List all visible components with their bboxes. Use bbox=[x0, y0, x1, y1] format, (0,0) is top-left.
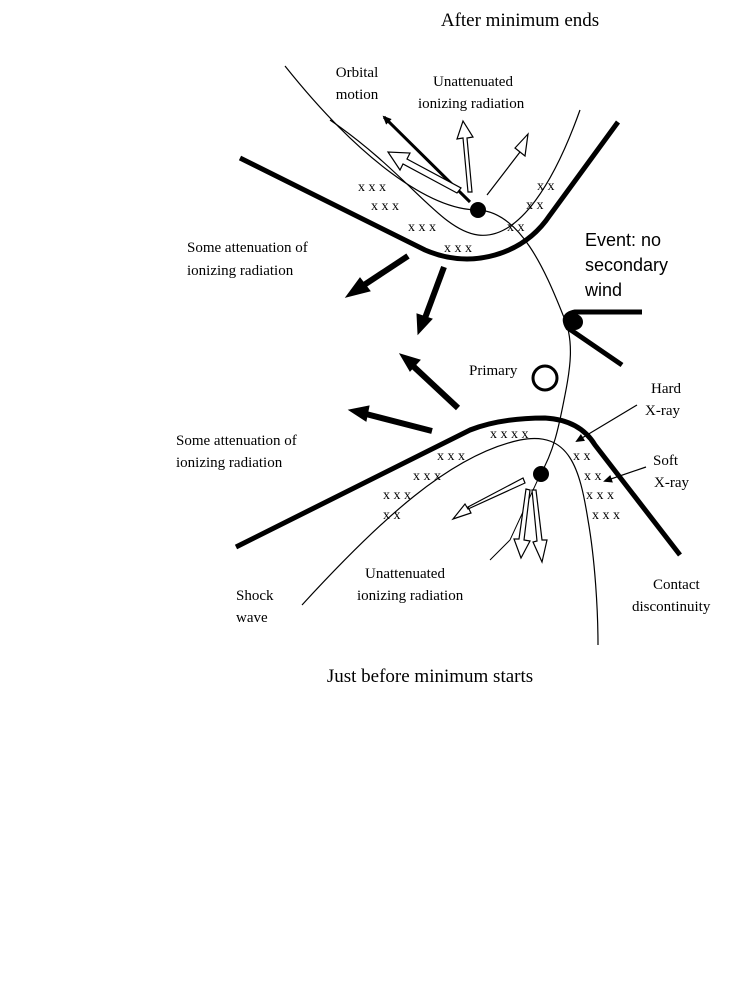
x-mark-group: x x x x bbox=[490, 427, 529, 442]
x-mark-group: x x bbox=[537, 179, 555, 194]
orbital-path-line bbox=[284, 65, 571, 396]
secondary-star-top bbox=[470, 202, 486, 218]
x-mark-group: x x bbox=[383, 508, 401, 523]
x-mark-group: x x bbox=[507, 220, 525, 235]
x-mark-group: x x x bbox=[444, 241, 472, 256]
x-mark-group: x x x bbox=[371, 199, 399, 214]
x-mark-group: x x x bbox=[586, 488, 614, 503]
label-contact-discontinuity-2: discontinuity bbox=[632, 599, 711, 615]
x-mark-group: x x bbox=[573, 449, 591, 464]
caption-before-minimum: Just before minimum starts bbox=[327, 666, 533, 687]
shock-cone-bottom bbox=[234, 415, 682, 557]
label-shock-wave: Shock bbox=[236, 588, 274, 604]
label-hard-xray-2: X-ray bbox=[645, 403, 680, 419]
primary-star bbox=[531, 364, 559, 392]
label-event-no-secondary-wind-3: wind bbox=[584, 280, 622, 300]
x-mark-group: x x x bbox=[408, 220, 436, 235]
x-mark-group: x x bbox=[584, 469, 602, 484]
event-wind-shape bbox=[562, 309, 642, 368]
x-mark-group: x x x bbox=[383, 488, 411, 503]
x-marks-bottom: x x x x x x x x x x x x x x x x x x x x … bbox=[383, 427, 620, 523]
soft-xray-pointer bbox=[603, 466, 647, 483]
hollow-arrows-top bbox=[386, 119, 529, 196]
hard-xray-pointer bbox=[575, 404, 638, 443]
x-marks-top: x x x x x x x x x x x x x x x x x x bbox=[358, 179, 555, 256]
label-unattenuated-bottom: Unattenuated bbox=[365, 566, 445, 582]
caption-after-minimum: After minimum ends bbox=[441, 10, 599, 31]
shock-cone-top bbox=[238, 120, 621, 262]
x-mark-group: x x x bbox=[413, 469, 441, 484]
label-orbital-motion: Orbital bbox=[336, 65, 379, 81]
label-orbital-motion-2: motion bbox=[336, 87, 379, 103]
unattenuated-pointer-line bbox=[489, 474, 541, 561]
x-mark-group: x x x bbox=[592, 508, 620, 523]
label-event-no-secondary-wind: Event: no bbox=[585, 230, 661, 250]
label-some-attenuation-lower-2: ionizing radiation bbox=[176, 455, 283, 471]
shock-wave-line bbox=[539, 394, 566, 476]
label-primary: Primary bbox=[469, 363, 518, 379]
label-hard-xray: Hard bbox=[651, 381, 681, 397]
label-event-no-secondary-wind-2: secondary bbox=[585, 255, 668, 275]
label-some-attenuation-lower: Some attenuation of bbox=[176, 433, 297, 449]
inner-contact-line-top bbox=[329, 109, 581, 236]
label-soft-xray-2: X-ray bbox=[654, 475, 689, 491]
x-mark-group: x x bbox=[526, 198, 544, 213]
x-mark-group: x x x bbox=[358, 180, 386, 195]
secondary-star-bottom bbox=[533, 466, 549, 482]
inner-contact-line-bottom bbox=[301, 437, 599, 646]
hollow-arrows-bottom bbox=[451, 477, 548, 564]
x-mark-group: x x x bbox=[437, 449, 465, 464]
secondary-star-event bbox=[567, 314, 583, 330]
label-shock-wave-2: wave bbox=[236, 610, 268, 626]
label-some-attenuation-upper-2: ionizing radiation bbox=[187, 263, 294, 279]
label-contact-discontinuity: Contact bbox=[653, 577, 700, 593]
attenuated-arrows-middle bbox=[347, 353, 461, 434]
label-unattenuated-bottom-2: ionizing radiation bbox=[357, 588, 464, 604]
attenuated-arrows-top bbox=[344, 253, 447, 336]
label-soft-xray: Soft bbox=[653, 453, 679, 469]
label-unattenuated-top-2: ionizing radiation bbox=[418, 96, 525, 112]
label-unattenuated-top: Unattenuated bbox=[433, 74, 513, 90]
label-some-attenuation-upper: Some attenuation of bbox=[187, 240, 308, 256]
